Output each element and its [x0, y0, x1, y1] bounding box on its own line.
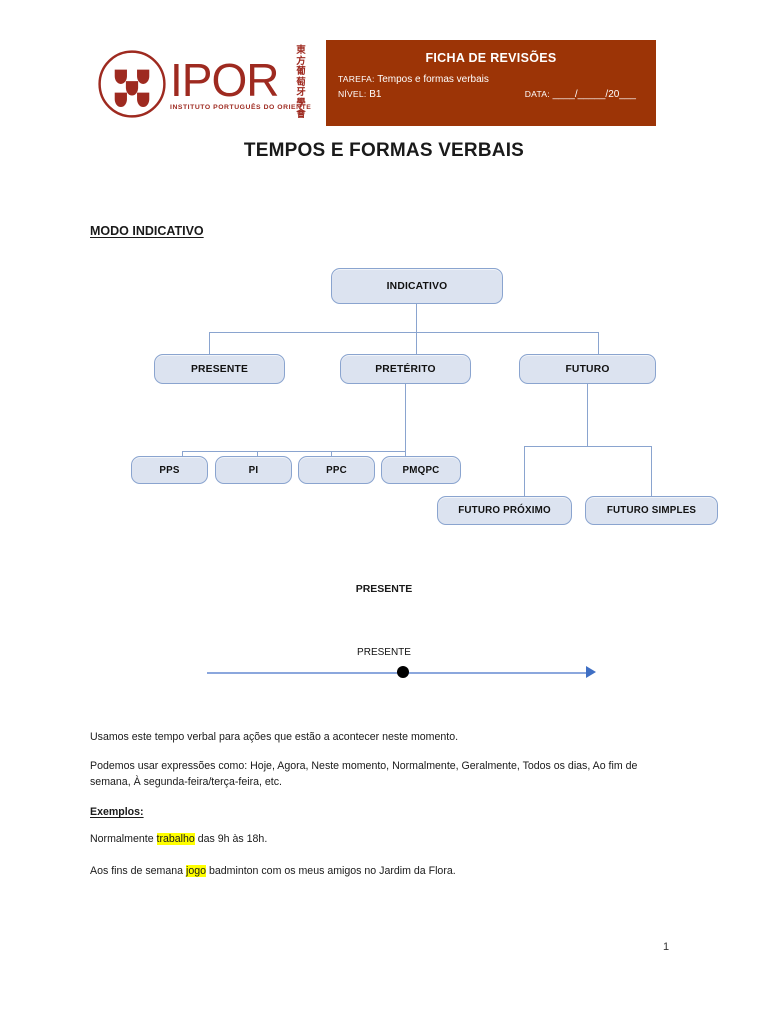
connector-futuro-stem: [587, 384, 589, 447]
flow-node-pmqpc: PMQPC: [381, 456, 461, 484]
example-2-before: Aos fins de semana: [90, 865, 186, 877]
flow-node-ppc: PPC: [298, 456, 375, 484]
examples-label: Exemplos:: [90, 806, 144, 818]
flow-node-indicativo: INDICATIVO: [331, 268, 503, 304]
connector-drop-pmqpc: [405, 451, 407, 467]
connector-root-stem: [416, 304, 418, 333]
flow-node-futuro-proximo: FUTURO PRÓXIMO: [437, 496, 572, 525]
connector-drop-presente: [209, 332, 211, 354]
ficha-data-value: ____/_____/20___: [552, 89, 636, 100]
connector-drop-ppc: [331, 451, 333, 467]
paragraph-usage: Usamos este tempo verbal para ações que …: [90, 731, 459, 743]
flow-node-presente: PRESENTE: [154, 354, 285, 384]
flow-node-futuro-simples: FUTURO SIMPLES: [585, 496, 718, 525]
ficha-title: FICHA DE REVISÕES: [425, 51, 557, 65]
ficha-tarefa-row: TAREFA: Tempos e formas verbais: [338, 74, 644, 85]
page-number: 1: [663, 941, 670, 953]
ficha-nivel-row: NÍVEL: B1 DATA: ____/_____/20___: [338, 89, 644, 100]
ipor-logo: IPOR INSTITUTO PORTUGUÊS DO ORIENTE 東方葡萄…: [96, 40, 326, 128]
example-2: Aos fins de semana jogo badminton com os…: [90, 863, 662, 879]
example-1-after: das 9h às 18h.: [194, 833, 268, 845]
flow-node-preterito: PRETÉRITO: [340, 354, 471, 384]
ficha-tarefa-value: Tempos e formas verbais: [377, 74, 489, 85]
timeline-arrow-icon: [586, 666, 596, 678]
timeline-point-label: PRESENTE: [357, 647, 411, 658]
logo-subtitle: INSTITUTO PORTUGUÊS DO ORIENTE: [170, 104, 312, 111]
paragraph-expressions: Podemos usar expressões como: Hoje, Agor…: [90, 760, 638, 788]
connector-drop-pps: [182, 451, 184, 467]
connector-drop-pi: [257, 451, 259, 467]
ficha-info-box: FICHA DE REVISÕES TAREFA: Tempos e forma…: [326, 40, 656, 126]
example-1-highlight: trabalho: [156, 833, 195, 845]
flow-node-pps: PPS: [131, 456, 208, 484]
example-1-before: Normalmente: [90, 833, 157, 845]
timeline-heading: PRESENTE: [355, 583, 413, 595]
flow-node-pi: PI: [215, 456, 292, 484]
connector-level2-bus: [209, 332, 599, 334]
ipor-quinas-logo-icon: [98, 50, 166, 118]
connector-futuro-bus: [524, 446, 652, 448]
connector-drop-futuro: [598, 332, 600, 354]
ficha-nivel-label: NÍVEL:: [338, 89, 367, 99]
connector-preterito-stem: [405, 384, 407, 452]
logo-wordmark: IPOR: [170, 54, 279, 106]
example-2-after: badminton com os meus amigos no Jardim d…: [206, 865, 456, 877]
connector-drop-futuro-simples: [651, 446, 653, 496]
connector-drop-futuro-proximo: [524, 446, 526, 496]
ficha-tarefa-label: TAREFA:: [338, 74, 375, 84]
ficha-nivel-value: B1: [369, 89, 382, 100]
flow-node-futuro: FUTURO: [519, 354, 656, 384]
logo-chinese-name: 東方葡萄牙學會: [296, 45, 306, 120]
document-header: IPOR INSTITUTO PORTUGUÊS DO ORIENTE 東方葡萄…: [96, 40, 676, 130]
example-2-highlight: jogo: [186, 865, 207, 877]
example-1: Normalmente trabalho das 9h às 18h.: [90, 831, 662, 847]
section-heading-modo-indicativo: MODO INDICATIVO: [90, 224, 204, 238]
ficha-data-label: DATA:: [524, 89, 550, 99]
connector-preterito-bus: [182, 451, 406, 453]
connector-drop-preterito: [416, 332, 418, 354]
page-title: TEMPOS E FORMAS VERBAIS: [243, 140, 525, 161]
timeline-present-dot: [397, 666, 409, 678]
